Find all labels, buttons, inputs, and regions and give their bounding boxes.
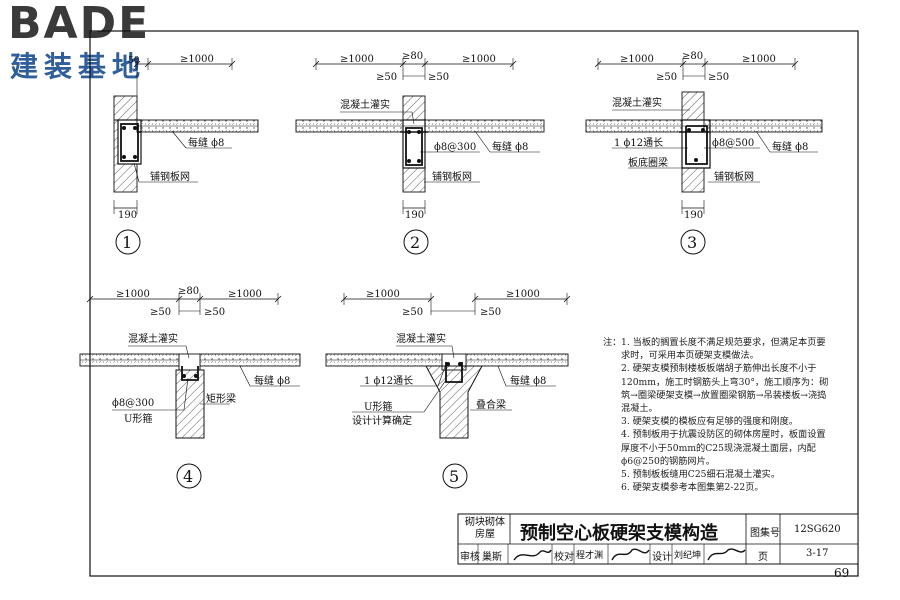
- ring-beam: [117, 119, 142, 165]
- dim-50-left: ≥50: [402, 307, 423, 318]
- label-concrete: 混凝土灌实: [396, 332, 446, 345]
- label-mesh: 铺钢板网: [714, 170, 754, 183]
- note-item: 2. 硬架支模预制楼板板端胡子筋伸出长度不小于120mm，施工时钢筋头上弯30°…: [621, 363, 829, 415]
- dim-1000-right: ≥1000: [506, 289, 540, 300]
- dim-50: 50: [128, 56, 140, 66]
- label-u-stirrup: U形箍: [124, 412, 152, 425]
- dim-50-right: ≥50: [204, 307, 225, 318]
- page-label: 页: [758, 552, 768, 563]
- dim-50-right: ≥50: [428, 72, 449, 83]
- dim-1000-left: ≥1000: [620, 54, 654, 65]
- label-design: 设计计算确定: [352, 414, 412, 427]
- dim-1000-right: ≥1000: [228, 289, 262, 300]
- reviewer-signature: [513, 549, 552, 561]
- detail-number: 5: [449, 467, 459, 486]
- detail-2: ≥1000 ≥80 ≥1000 ≥50 ≥50 190 混凝土灌实 ϕ8@300: [295, 51, 545, 255]
- label-stirrup: ϕ8@300: [434, 142, 476, 153]
- design-label: 设计: [652, 552, 672, 563]
- detail-number: 1: [122, 233, 132, 252]
- dim-50-right: ≥50: [708, 72, 729, 83]
- label-rebar: 1 ϕ12通长: [364, 375, 413, 387]
- detail-number: 3: [687, 233, 697, 252]
- label-seam: 每缝 ϕ8: [510, 374, 546, 387]
- review-label: 审核: [460, 552, 480, 563]
- designer-name: 刘纪坤: [674, 551, 702, 561]
- label-beam: 叠合梁: [476, 398, 506, 411]
- dim-80: ≥80: [178, 286, 199, 297]
- checker-name: 程才渊: [576, 551, 604, 561]
- dim-1000-left: ≥1000: [116, 289, 150, 300]
- dim-1000-right: ≥1000: [462, 54, 496, 65]
- composite-beam: [425, 365, 483, 439]
- dim-80: ≥80: [402, 51, 423, 62]
- label-u-stirrup: U形箍: [364, 400, 392, 413]
- label-seam: 每缝 ϕ8: [188, 136, 224, 149]
- dim-1000-left: ≥1000: [340, 54, 374, 65]
- detail-5: ≥1000 ≥1000 ≥50 ≥50 混凝土灌实 1 ϕ12通长 每缝 ϕ8 …: [325, 289, 571, 489]
- label-concrete: 混凝土灌实: [340, 98, 390, 111]
- checker-signature: [611, 548, 650, 561]
- dim-50-right: ≥50: [480, 307, 501, 318]
- notes: 注： 1. 当板的搁置长度不满足规范要求，但满足本页要求时，可采用本页硬架支模做…: [603, 336, 831, 494]
- dim-80: ≥80: [682, 51, 703, 62]
- label-mesh: 铺钢板网: [432, 170, 472, 183]
- detail-number: 2: [410, 233, 420, 252]
- title-category: 砌块砌体房屋: [465, 517, 505, 540]
- page-code: 3-17: [806, 548, 829, 559]
- note-item: 1. 当板的搁置长度不满足规范要求，但满足本页要求时，可采用本页硬架支模做法。: [621, 337, 826, 362]
- detail-number: 4: [183, 467, 193, 486]
- label-ring-beam: 板底圈梁: [628, 156, 668, 169]
- notes-list: 1. 当板的搁置长度不满足规范要求，但满足本页要求时，可采用本页硬架支模做法。 …: [603, 336, 831, 494]
- note-item: 6. 硬架支模参考本图集第2-22页。: [621, 482, 764, 494]
- designer-signature: [707, 548, 746, 561]
- label-seam: 每缝 ϕ8: [254, 374, 290, 387]
- dim-50-left: ≥50: [656, 72, 677, 83]
- label-stirrup: ϕ8@300: [112, 398, 154, 409]
- label-concrete: 混凝土灌实: [128, 332, 178, 345]
- drawing-title: 预制空心板硬架支模构造: [520, 523, 718, 544]
- dim-190: 190: [405, 210, 424, 221]
- logo-subtitle: 建装基地: [10, 50, 147, 83]
- label-rebar: 1 ϕ12通长: [614, 137, 663, 149]
- page-number: 69: [834, 566, 850, 580]
- label-mesh: 铺钢板网: [150, 170, 190, 183]
- dim-50-left: ≥50: [150, 307, 171, 318]
- label-seam: 每缝 ϕ8: [772, 140, 808, 153]
- dim-1000-left: ≥1000: [366, 289, 400, 300]
- detail-3: ≥1000 ≥80 ≥1000 ≥50 ≥50 190 混凝土灌实 1 ϕ12通…: [585, 51, 823, 255]
- label-stirrup: ϕ8@500: [712, 138, 754, 149]
- atlas-label: 图集号: [750, 528, 780, 539]
- label-concrete: 混凝土灌实: [612, 96, 662, 109]
- dim-190: 190: [118, 210, 137, 221]
- label-beam: 矩形梁: [206, 392, 236, 405]
- dim-50-left: ≥50: [376, 72, 397, 83]
- reviewer-name: 巢斯: [482, 552, 502, 563]
- check-label: 校对: [554, 552, 574, 563]
- note-item: 3. 硬架支模的模板应有足够的强度和刚度。: [621, 416, 799, 428]
- dim-190: 190: [684, 210, 703, 221]
- label-seam: 每缝 ϕ8: [492, 140, 528, 153]
- title-block: [457, 513, 859, 565]
- detail-4: ≥1000 ≥80 ≥1000 ≥50 ≥50 混凝土灌实 每缝 ϕ8 ϕ8@3…: [79, 286, 301, 489]
- detail-1: 50 ≥1000 190 每缝 ϕ8 铺钢板网: [113, 54, 259, 255]
- rectangular-beam: [175, 369, 205, 439]
- atlas-number: 12SG620: [794, 524, 841, 535]
- note-item: 5. 预制板板缝用C25细石混凝土灌实。: [621, 469, 781, 481]
- dim-1000: ≥1000: [180, 54, 214, 65]
- dim-1000-right: ≥1000: [742, 54, 776, 65]
- notes-heading: 注：: [603, 337, 622, 348]
- logo-wordmark: BADE: [8, 0, 151, 49]
- note-item: 4. 预制板用于抗震设防区的砌体房屋时，板面设置厚度不小于50mm的C25现浇混…: [621, 429, 826, 467]
